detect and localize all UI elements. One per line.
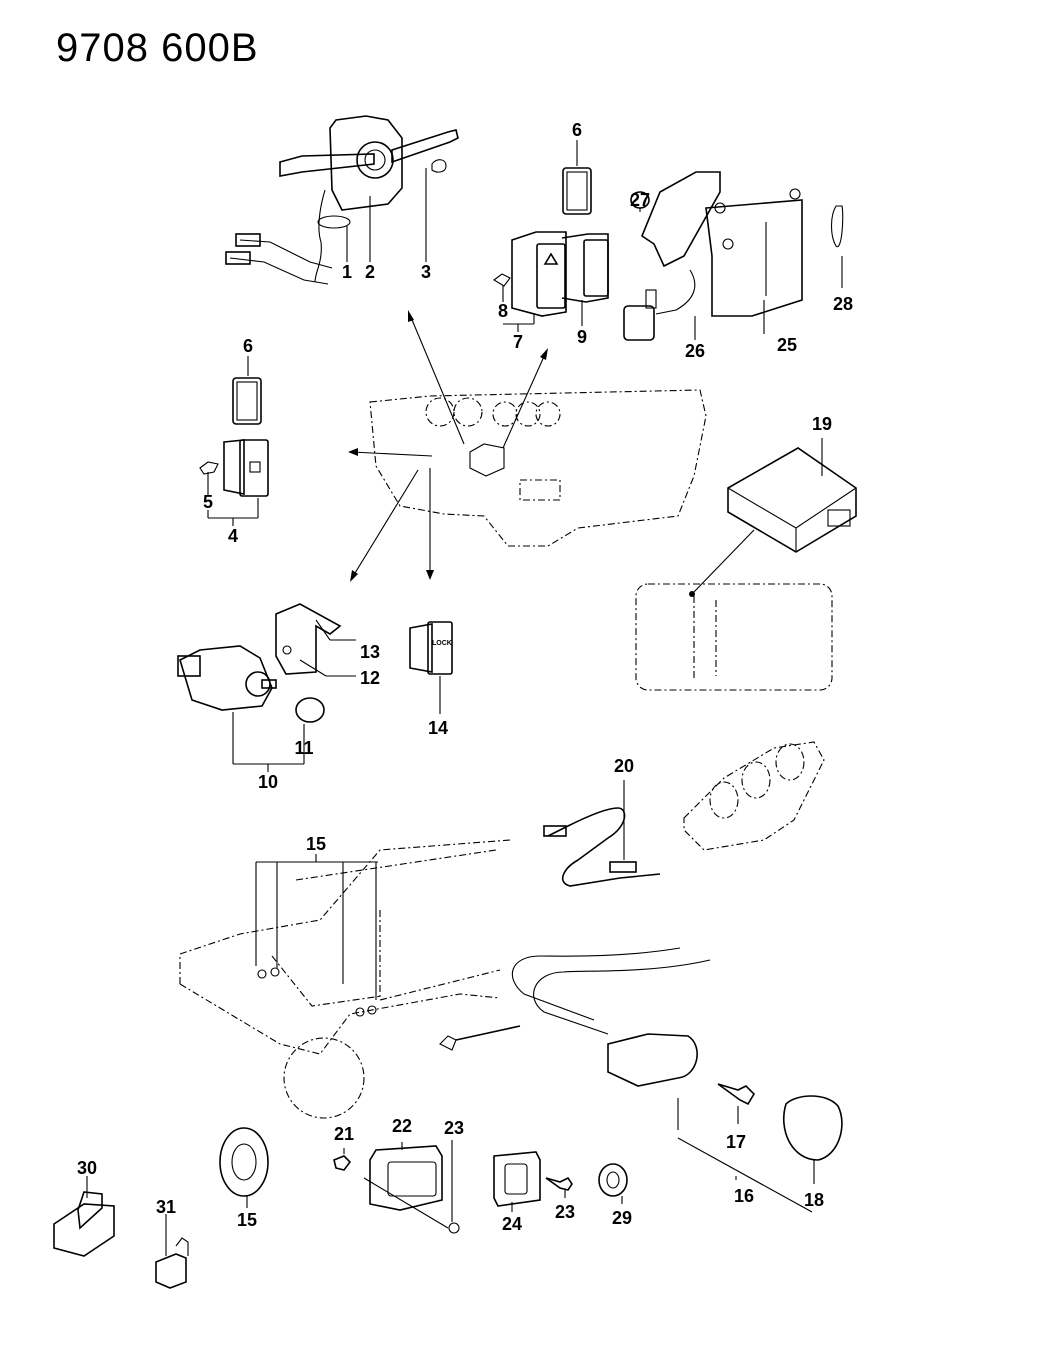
callout-17: 17 <box>725 1132 747 1152</box>
combination-switch <box>225 115 459 285</box>
callout-16: 16 <box>733 1186 755 1206</box>
callout-19: 19 <box>811 414 833 434</box>
callout-11: 11 <box>294 738 314 758</box>
callout-8: 8 <box>497 301 509 321</box>
callout-18: 18 <box>803 1190 825 1210</box>
callout-29: 29 <box>611 1208 633 1228</box>
callout-3: 3 <box>420 262 432 282</box>
headlamp-switch-assembly <box>177 603 453 772</box>
vehicle-body <box>179 839 521 1119</box>
callout-2: 2 <box>364 262 376 282</box>
callout-5: 5 <box>202 492 214 512</box>
callout-31: 31 <box>155 1197 177 1217</box>
callout-7: 7 <box>512 332 524 352</box>
callout-15-vehicle: 15 <box>305 834 327 854</box>
diagram-title: 9708 600B <box>56 26 259 70</box>
callout-28: 28 <box>832 294 854 314</box>
hazard-switch-assembly <box>493 140 609 332</box>
callout-15-horn: 15 <box>236 1210 258 1230</box>
callout-10: 10 <box>257 772 279 792</box>
callout-12: 12 <box>359 668 381 688</box>
oxygen-sensor <box>543 741 825 887</box>
control-module-19 <box>635 438 857 691</box>
dashboard-outline <box>369 389 707 547</box>
callout-20: 20 <box>613 756 635 776</box>
callout-13: 13 <box>359 642 381 662</box>
callout-30: 30 <box>76 1158 98 1178</box>
callout-6-left: 6 <box>242 336 254 356</box>
callout-24: 24 <box>501 1214 523 1234</box>
callout-23-a: 23 <box>443 1118 465 1138</box>
callout-27: 27 <box>629 190 651 210</box>
harness-assembly <box>512 947 843 1213</box>
rear-defogger-switch-assembly <box>199 356 269 526</box>
callout-1: 1 <box>341 262 353 282</box>
callout-14: 14 <box>427 718 449 738</box>
callout-22: 22 <box>391 1116 413 1136</box>
callout-21: 21 <box>333 1124 355 1144</box>
callout-23-b: 23 <box>554 1202 576 1222</box>
callout-9: 9 <box>576 327 588 347</box>
callout-6-top: 6 <box>571 120 583 140</box>
pointer-arrows <box>348 310 548 582</box>
bottom-row-parts <box>53 1127 628 1289</box>
callout-25: 25 <box>776 335 798 355</box>
control-module-bracket <box>623 171 844 341</box>
lock-switch-label: LOCK <box>432 640 452 647</box>
callout-4: 4 <box>227 526 239 546</box>
callout-26: 26 <box>684 341 706 361</box>
